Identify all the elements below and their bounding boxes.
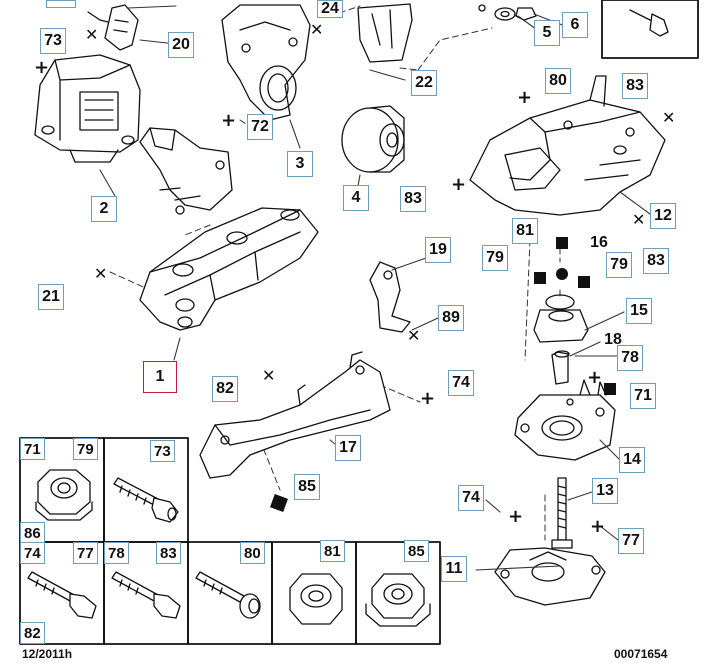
callout-18[interactable]: 18 [604,331,622,348]
legend-flange-bolt [113,477,179,523]
legend-hex-bolt-2 [111,571,181,619]
callout-80[interactable]: 80 [545,68,571,94]
cross-marker: ✕ [407,326,421,345]
bracket-11 [494,547,606,606]
callout-22[interactable]: 22 [411,70,437,96]
legend-label-83: 83 [156,542,181,564]
footer-code: 00071654 [614,647,668,661]
legend-label-86: 86 [20,522,45,544]
plus-marker: + [517,87,533,108]
callout-14[interactable]: 14 [619,447,645,473]
square-marker [604,383,616,395]
callout-83-mid[interactable]: 83 [400,186,426,212]
callout-78[interactable]: 78 [617,345,643,371]
callout-89[interactable]: 89 [438,305,464,331]
bracket-19 [369,261,411,333]
plus-marker: + [221,110,237,131]
legend-box-top [601,0,699,59]
dot-marker [556,268,568,280]
legend-label-71: 71 [20,438,45,460]
square-marker [534,272,546,284]
callout-12[interactable]: 12 [650,203,676,229]
callout-partial-top [46,0,76,8]
bush-4 [341,105,405,173]
callout-82[interactable]: 82 [212,376,238,402]
callout-81[interactable]: 81 [512,218,538,244]
legend-label-73: 73 [150,440,175,462]
cross-marker: ✕ [94,264,108,283]
legend-label-78: 78 [104,542,129,564]
chassis-bracket-12 [469,75,666,216]
lower-arm-17 [199,351,391,479]
callout-79-left[interactable]: 79 [482,245,508,271]
cover-22 [357,3,413,63]
callout-83-top[interactable]: 83 [622,73,648,99]
upper-bracket-24 [221,4,311,121]
stud-13 [551,477,573,549]
callout-1-selected[interactable]: 1 [143,361,177,393]
legend-hex-nut [289,573,343,625]
callout-2[interactable]: 2 [91,196,117,222]
legend-flange-screw [195,571,261,619]
plus-marker: + [587,367,603,388]
callout-19[interactable]: 19 [425,237,451,263]
legend-label-82: 82 [20,622,45,644]
callout-24[interactable]: 24 [317,0,343,18]
legend-flange-nut-1 [35,469,93,521]
legend-grid [19,437,441,645]
mount-plate-14 [514,379,616,461]
callout-5[interactable]: 5 [534,20,560,46]
callout-13[interactable]: 13 [592,478,618,504]
legend-flange-nut-2 [365,573,431,627]
callout-74-low[interactable]: 74 [458,485,484,511]
callout-11[interactable]: 11 [441,556,467,582]
callout-15[interactable]: 15 [626,298,652,324]
plus-marker: + [451,174,467,195]
legend-label-74: 74 [20,542,45,564]
cross-marker: ✕ [85,25,99,44]
footer-date: 12/2011h [22,647,73,661]
cross-marker: ✕ [662,108,676,127]
callout-73[interactable]: 73 [40,28,66,54]
callout-77[interactable]: 77 [618,528,644,554]
rubber-mount-15 [533,294,589,385]
callout-79-right[interactable]: 79 [606,252,632,278]
cross-marker: ✕ [310,20,324,39]
bracket-2 [139,127,233,215]
square-marker [556,237,568,249]
support-bracket-1 [139,207,319,331]
bracket-20 [87,4,139,51]
legend-label-79: 79 [73,438,98,460]
plus-marker: + [420,388,436,409]
legend-label-85: 85 [404,540,429,562]
callout-17[interactable]: 17 [335,435,361,461]
callout-4[interactable]: 4 [343,185,369,211]
legend-hex-bolt-1 [27,571,97,619]
legend-label-80: 80 [240,542,265,564]
callout-74-mid[interactable]: 74 [448,370,474,396]
cross-marker: ✕ [632,210,646,229]
callout-20[interactable]: 20 [168,32,194,58]
legend-stud [629,9,669,37]
plus-marker: + [34,57,50,78]
callout-71[interactable]: 71 [630,383,656,409]
plus-marker: + [590,516,606,537]
square-marker [578,276,590,288]
callout-6[interactable]: 6 [562,12,588,38]
washer-nut-5-6 [478,4,537,21]
callout-21[interactable]: 21 [38,284,64,310]
callout-83-right[interactable]: 83 [643,248,669,274]
cross-marker: ✕ [262,366,276,385]
legend-label-81: 81 [320,540,345,562]
callout-16[interactable]: 16 [590,234,608,251]
callout-85[interactable]: 85 [294,474,320,500]
callout-72[interactable]: 72 [247,114,273,140]
plus-marker: + [508,506,524,527]
upper-engine-mount [34,54,141,163]
callout-3[interactable]: 3 [287,151,313,177]
legend-label-77: 77 [73,542,98,564]
